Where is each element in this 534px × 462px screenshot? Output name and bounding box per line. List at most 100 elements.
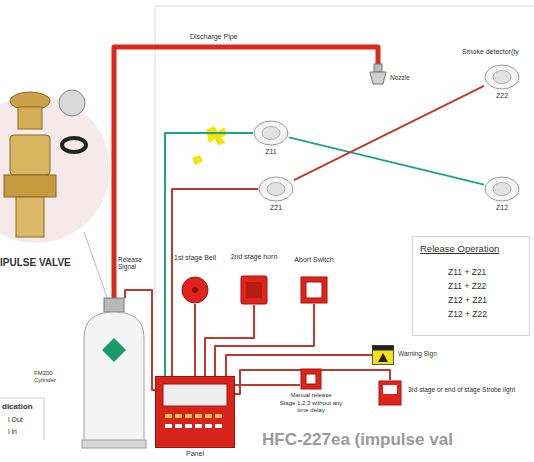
yellow-mark (206, 126, 227, 145)
node-label: Z12 (484, 204, 520, 212)
alarm-bell: 1st stage Bell (180, 276, 210, 304)
panel-led (165, 414, 172, 418)
control-panel: Panel (155, 376, 235, 448)
frame-line (155, 6, 534, 7)
detector-sensor (262, 127, 280, 140)
node-label: FM200 Cylinder (34, 370, 76, 384)
cylinder-label (102, 338, 126, 362)
detector-body (254, 121, 288, 145)
node-label: Manual release (280, 392, 342, 399)
diagram-title: HFC-227ea (impulse val (262, 430, 532, 450)
switch-face (306, 374, 316, 384)
smoke-detector-icon (253, 120, 289, 146)
nozzle-icon (368, 64, 388, 86)
panel-led (165, 424, 172, 428)
panel-led (185, 414, 192, 418)
control-panel-icon (155, 376, 235, 448)
signal-wire (194, 304, 196, 376)
detector-body (485, 177, 519, 201)
note-label: l in (8, 428, 44, 436)
node-text: Z11 + Z22 (448, 282, 528, 292)
edge-label: Release Signal (118, 256, 152, 271)
detector-sensor (493, 71, 511, 84)
impulse-valve-illustration (0, 85, 90, 245)
node-text: Z12 + Z21 (448, 296, 528, 306)
smoke-detector: Smoke detector(tyZ22 (484, 64, 520, 90)
node-label: Nozzle (390, 74, 430, 81)
signal-wire (226, 355, 372, 376)
switch-icon (300, 276, 328, 304)
detector-body (485, 65, 519, 89)
node-label: Z11 (253, 148, 289, 156)
signal-wire (289, 137, 484, 184)
panel-led (195, 414, 202, 418)
node-text: Z12 + Z22 (448, 310, 528, 320)
horn-grille (246, 282, 262, 298)
node-label: Release Operation (420, 244, 524, 255)
valve-disc (59, 90, 85, 116)
node-label: 1st stage Bell (170, 254, 220, 262)
brass-stem (16, 197, 44, 237)
node-label: 3rd stage or end of stage Strobe light (408, 386, 518, 393)
o-ring (62, 138, 86, 152)
smoke-detector-icon (484, 64, 520, 90)
node-label: Panel (175, 450, 215, 458)
agent-cylinder: FM200 Cylinder (78, 298, 150, 448)
switch-body (301, 277, 327, 303)
brass-body (10, 135, 50, 175)
nozzle-head (370, 72, 386, 84)
sign-band (373, 346, 394, 351)
node-text: Stage 1,2,3 without any time delay (276, 400, 346, 414)
cylinder-body (84, 312, 144, 442)
detector-body (259, 177, 293, 201)
node-label: Smoke detector(ty (462, 48, 534, 56)
table-border (413, 237, 530, 336)
panel-led (205, 414, 212, 418)
signal-wire (235, 370, 390, 394)
alarm-horn: 2nd stage horn (240, 275, 268, 305)
node-label: IPULSE VALVE (0, 257, 100, 269)
cylinder-valve (104, 298, 124, 312)
panel-display (163, 384, 227, 406)
bell-striker (192, 287, 198, 293)
bell-icon (180, 276, 210, 304)
signal-wire (205, 305, 254, 376)
abort-switch: Abort Switch (300, 276, 328, 304)
horn-body (241, 276, 267, 304)
note-label: l Out (8, 416, 44, 424)
strobe-body (379, 381, 401, 405)
smoke-detector: Z21 (258, 176, 294, 202)
node-label: Abort Switch (288, 256, 340, 264)
detector-sensor (267, 183, 285, 196)
nozzle: Nozzle (368, 64, 388, 86)
leader-line (84, 232, 108, 300)
smoke-detector-icon (484, 176, 520, 202)
detector-sensor (493, 183, 511, 196)
yellow-mark (192, 155, 203, 165)
panel-led (185, 424, 192, 428)
edge-label: Discharge Pipe (190, 33, 270, 41)
strobe-light: 3rd stage or end of stage Strobe light (378, 380, 402, 406)
switch-face (306, 282, 322, 298)
switch-body (301, 369, 321, 389)
nozzle-neck (374, 64, 382, 72)
panel-led (215, 414, 222, 418)
impulse-valve: IPULSE VALVE (0, 85, 90, 245)
frame-line (155, 6, 156, 300)
panel-led (205, 424, 212, 428)
bell-dome (182, 277, 208, 303)
cylinder-base (82, 440, 146, 448)
warning-sign-icon (372, 345, 394, 365)
signal-wire (215, 304, 314, 376)
strobe-lens (383, 385, 397, 394)
inset-circle (0, 95, 110, 243)
smoke-detector: Z12 (484, 176, 520, 202)
node-label: 2nd stage horn (228, 253, 280, 261)
node-text: Z11 + Z21 (448, 268, 528, 278)
signal-wire (235, 384, 300, 386)
release-table: Release OperationZ11 + Z21Z11 + Z22Z12 +… (412, 236, 530, 336)
warning-sign: Warning Sign (372, 345, 394, 365)
horn-icon (240, 275, 268, 305)
sign-triangle (378, 353, 388, 362)
